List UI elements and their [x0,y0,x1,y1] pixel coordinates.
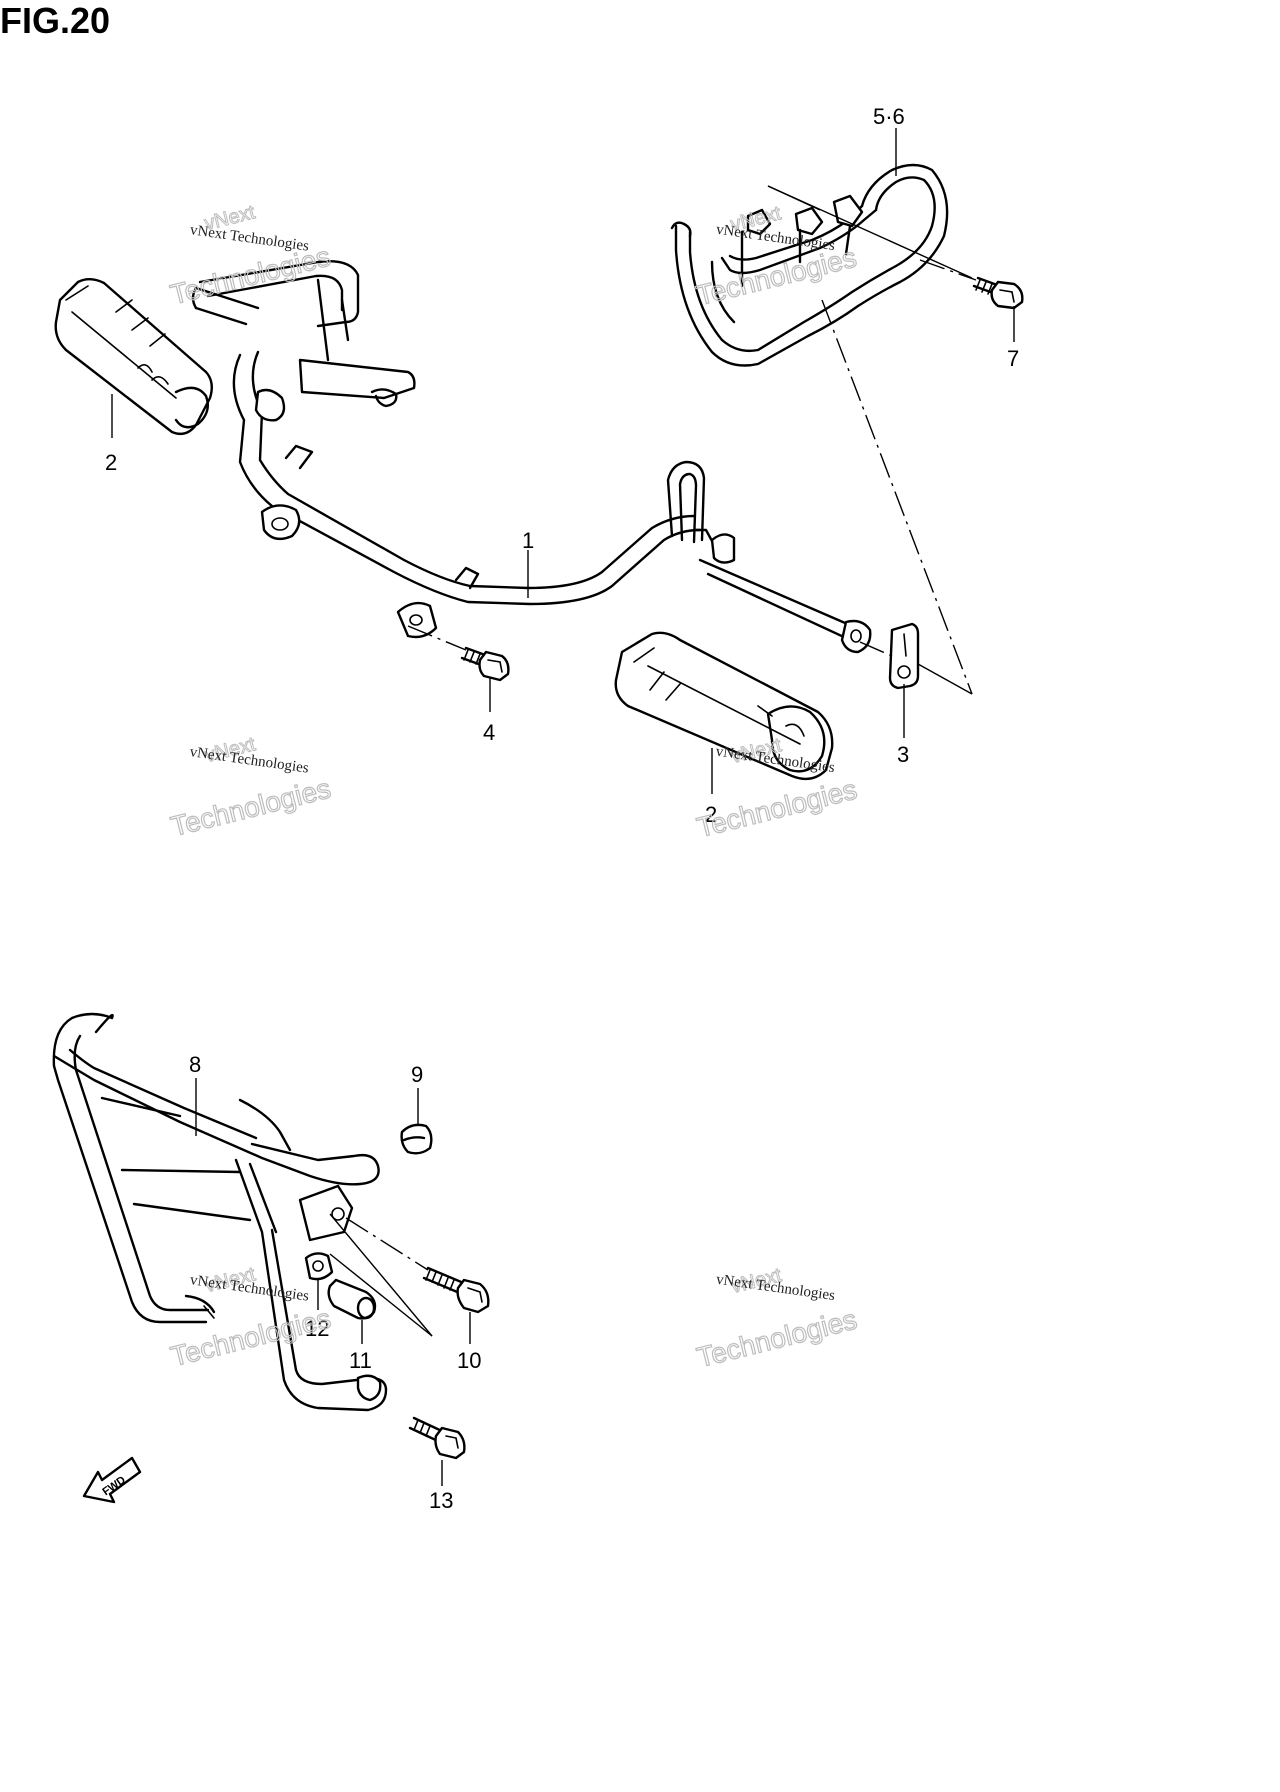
callout-11: 11 [349,1348,372,1373]
watermark-1-company: vNext Technologies [189,222,310,255]
callout-10: 10 [457,1348,481,1373]
svg-text:Technologies: Technologies [694,774,860,844]
callout-1: 1 [522,528,534,553]
callout-7: 7 [1007,346,1019,371]
callout-8: 8 [189,1052,201,1077]
assembly-line-lower-b [329,1253,433,1337]
callout-9: 9 [411,1062,423,1087]
callout-12: 12 [305,1316,329,1341]
bolt-part-10[interactable] [422,1266,490,1314]
svg-text:Technologies: Technologies [167,241,333,311]
assembly-line-c [821,299,973,695]
footrest-frame[interactable] [191,260,872,654]
callout-2-left: 2 [105,450,117,475]
fwd-arrow-icon: FWD [82,1456,142,1504]
callout-2-right: 2 [705,802,717,827]
assembly-line-d [917,663,973,695]
svg-text:Technologies: Technologies [168,773,334,843]
assembly-line-lower-c [345,1217,429,1271]
figure-title: FIG.20 [0,0,111,41]
watermark-6: vNext Technologies [693,1264,860,1374]
footrest-rubber-left[interactable] [54,278,213,436]
svg-text:Technologies: Technologies [168,1303,334,1373]
bolt-part-13[interactable] [408,1416,466,1460]
svg-text:Technologies: Technologies [694,1304,860,1374]
footrest-rubber-right[interactable] [614,631,834,781]
watermark-3: vNext Technologies [167,733,334,843]
bolt-part-4[interactable] [460,646,510,682]
nut-part-12[interactable] [304,1252,334,1281]
callout-5-6: 5·6 [873,104,905,129]
bumper-guard-part-8[interactable] [52,1012,388,1412]
callout-4: 4 [483,720,495,745]
collar-part-11[interactable] [327,1278,377,1320]
callout-3: 3 [897,742,909,767]
assembly-line-lower-a [329,1213,433,1337]
assembly-line-f [859,641,893,657]
plate-part-3[interactable] [888,622,920,690]
callout-13: 13 [429,1488,453,1513]
guard-bar-part-5-6[interactable] [670,163,949,367]
bolt-part-7[interactable] [972,276,1024,310]
grommet-part-9[interactable] [400,1123,433,1155]
assembly-line-e [407,625,467,651]
assembly-line-g [919,259,977,281]
assembly-line-b [767,185,821,211]
